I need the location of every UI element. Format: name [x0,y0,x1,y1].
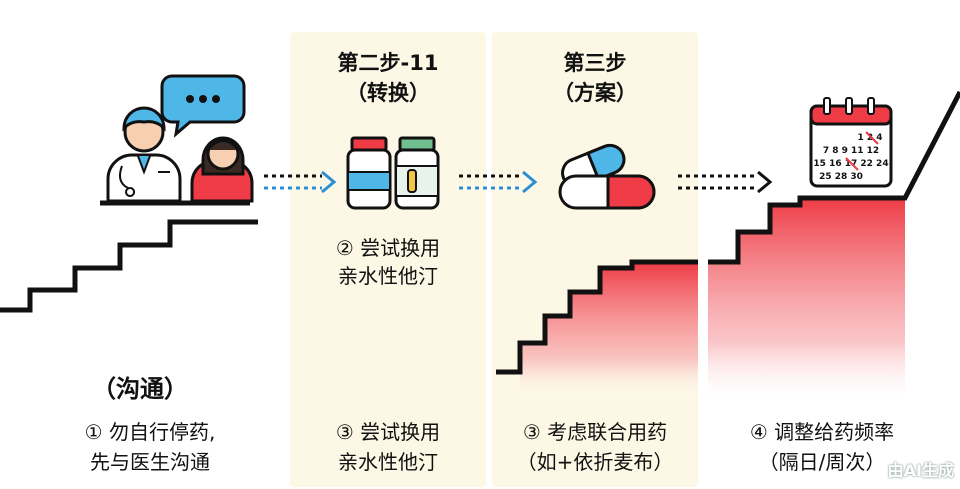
calendar-row-4: 25 28 30 [819,172,863,182]
step1-desc-line1: ① 勿自行停药, [84,420,216,444]
capsule-pill-icon [558,143,656,210]
step3-title-line1: 第三步 [563,51,627,75]
step1-desc-line2: 先与医生沟通 [90,450,210,474]
step2-panel [290,32,486,487]
stair-line-left [0,219,258,313]
doctor-patient-chat-icon [106,74,254,203]
arrow-1 [264,170,337,194]
step3-desc-line1: ③ 考虑联合用药 [522,420,668,444]
calendar-icon: 1 2 4 7 8 9 11 12 15 16 17 22 24 25 28 3… [809,97,893,188]
step2-desc-line2: 亲水性他汀 [338,450,438,474]
step4-desc-line1: ④ 调整给药频率 [749,420,895,444]
stair-line-right [708,90,960,265]
step1-title: （沟通） [92,375,188,403]
step4-desc-line2: （隔日/周次） [758,450,886,474]
step2-mid-line2: 亲水性他汀 [338,264,438,288]
arrow-3 [678,170,773,194]
stair-line-mid [496,259,698,375]
step4-red-area [708,198,905,405]
step3-desc-line2: （如+依折麦布） [516,450,674,474]
step3-red-area [520,262,698,400]
step2-desc-line1: ③ 尝试换用 [335,420,441,444]
calendar-row-2: 7 8 9 11 12 [823,146,879,156]
arrow-2 [459,170,538,194]
step2-mid-line1: ② 尝试换用 [335,236,441,260]
ai-watermark: 由AI生成 [887,461,954,480]
step2-title-line1: 第二步-11 [337,51,439,75]
step3-title-line2: （方案） [553,81,637,105]
calendar-row-1: 1 2 4 [857,133,882,143]
step2-title-line2: （转换） [346,81,430,105]
medicine-bottles-icon [346,136,440,210]
